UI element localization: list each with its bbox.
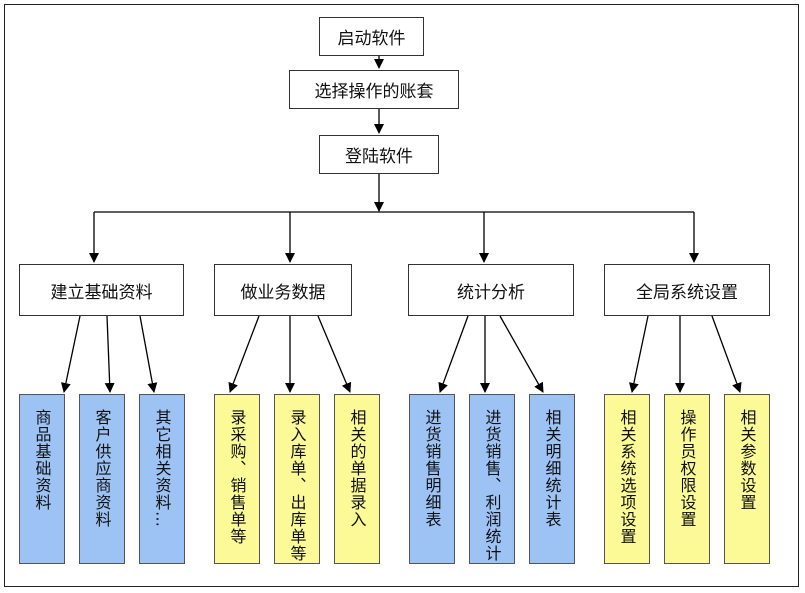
leaf-label: 操作员权限设置 (677, 409, 697, 528)
leaf-label: 进货销售明细表 (422, 409, 442, 528)
leaf-box: 进货销售明细表 (409, 394, 455, 564)
leaf-label: 录采购、销售单等 (227, 409, 247, 545)
arrow-c1-l3 (139, 315, 158, 393)
leaf-box: 客户供应商资料 (79, 394, 125, 564)
arrow-c1-l1 (60, 315, 81, 393)
category-label: 全局系统设置 (636, 282, 738, 303)
arrow-c2-l1 (228, 315, 260, 393)
start-software-label: 启动软件 (337, 29, 406, 49)
leaf-box: 录入库单、出库单等 (274, 394, 320, 564)
leaf-box: 相关的单据录入 (334, 394, 380, 564)
leaf-label: 商品基础资料 (32, 409, 52, 511)
start-software-box: 启动软件 (319, 17, 424, 56)
category-business-data: 做业务数据 (214, 264, 352, 316)
arrow-c1-l2 (104, 315, 115, 393)
leaf-label: 进货销售、利润统计 (482, 409, 502, 562)
diagram-frame (4, 4, 799, 587)
category-statistics: 统计分析 (408, 264, 574, 316)
category-global-settings: 全局系统设置 (604, 264, 770, 316)
leaf-box: 相关参数设置 (724, 394, 770, 564)
category-label: 建立基础资料 (50, 282, 153, 303)
leaf-label: 录入库单、出库单等 (287, 409, 307, 562)
leaf-label: 相关明细统计表 (542, 409, 562, 528)
arrow-c3-l3 (499, 315, 544, 393)
select-account-label: 选择操作的账套 (314, 82, 434, 102)
arrow-c2-l3 (317, 315, 352, 393)
leaf-box: 相关系统选项设置 (604, 394, 650, 564)
leaf-box: 录采购、销售单等 (214, 394, 260, 564)
category-label: 统计分析 (457, 282, 525, 303)
category-label: 做业务数据 (240, 282, 326, 303)
arrow-c3-l1 (438, 315, 469, 393)
leaf-label: 相关系统选项设置 (617, 409, 637, 545)
leaf-box: 进货销售、利润统计 (469, 394, 515, 564)
login-software-label: 登陆软件 (345, 147, 413, 167)
login-software-box: 登陆软件 (319, 135, 439, 174)
leaf-box: 其它相关资料… (139, 394, 185, 564)
leaf-label: 相关的单据录入 (347, 409, 367, 528)
leaf-label: 其它相关资料… (152, 409, 172, 528)
arrow-c4-l1 (628, 315, 649, 393)
leaf-label: 客户供应商资料 (92, 409, 112, 528)
leaf-box: 操作员权限设置 (664, 394, 710, 564)
leaf-label: 相关参数设置 (737, 409, 757, 511)
select-account-box: 选择操作的账套 (289, 70, 459, 109)
category-basic-data: 建立基础资料 (19, 264, 184, 316)
arrow-c4-l3 (711, 315, 742, 393)
leaf-box: 相关明细统计表 (529, 394, 575, 564)
leaf-box: 商品基础资料 (19, 394, 65, 564)
